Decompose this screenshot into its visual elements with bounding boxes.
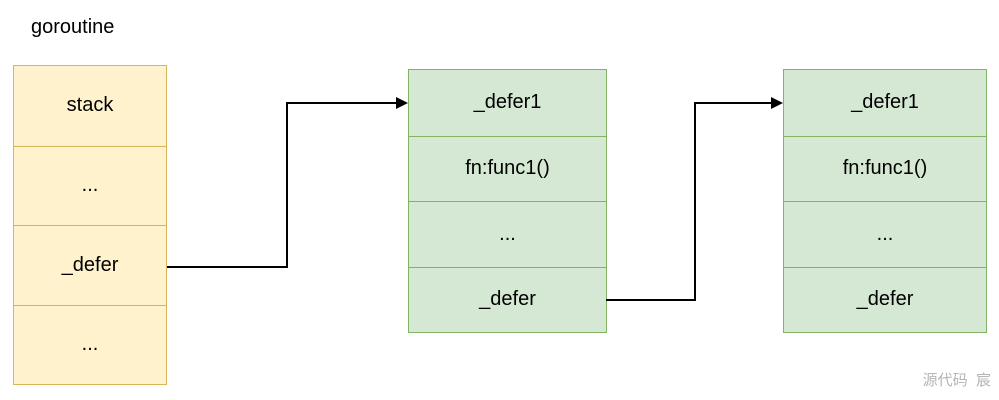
defer2-row-ellipsis: ... xyxy=(784,201,986,267)
stack-row-stack: stack xyxy=(66,94,114,117)
defer1-row-fn-func1: fn:func1() xyxy=(409,135,606,202)
stack-row-ellipsis-2: ... xyxy=(14,304,166,385)
stack-row-ellipsis-1: ... xyxy=(14,145,166,226)
arrow-stack-defer-to-struct1 xyxy=(167,97,408,268)
watermark-text: 源代码 宸 xyxy=(922,372,991,389)
stack-row-defer: _defer xyxy=(14,225,166,305)
defer2-row-defer: _defer xyxy=(784,266,986,333)
defer2-row-fn-func1: fn:func1() xyxy=(784,135,986,202)
defer1-row-defer1: _defer1 xyxy=(473,91,542,114)
goroutine-stack-box: stack ... _defer ... xyxy=(13,65,167,385)
diagram-title: goroutine xyxy=(31,16,115,38)
arrow-struct1-defer-to-struct2 xyxy=(606,97,783,301)
defer-struct-2-box: _defer1 fn:func1() ... _defer xyxy=(783,69,987,333)
defer1-row-defer: _defer xyxy=(409,266,606,333)
defer-struct-1-box: _defer1 fn:func1() ... _defer xyxy=(408,69,607,333)
defer2-row-defer1: _defer1 xyxy=(851,91,919,114)
defer1-row-ellipsis: ... xyxy=(409,201,606,267)
